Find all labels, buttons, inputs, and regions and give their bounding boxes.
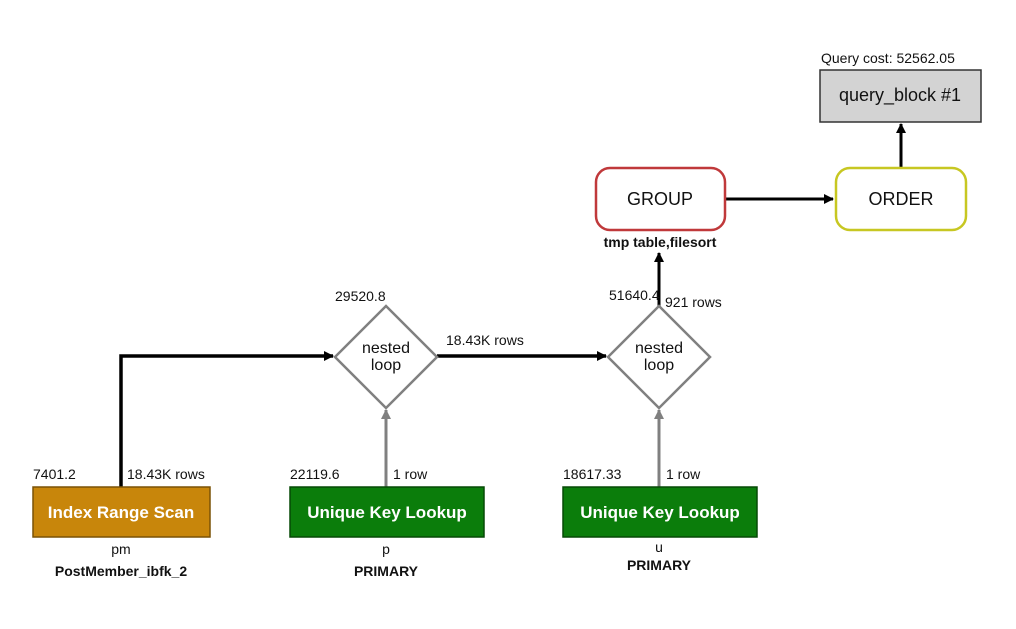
lookup-u-table: u bbox=[655, 539, 663, 555]
nested-loop-2-line2: loop bbox=[644, 357, 674, 374]
lookup-p-key: PRIMARY bbox=[354, 563, 419, 579]
lookup-u-node[interactable] bbox=[562, 486, 758, 538]
query-cost-label: Query cost: 52562.05 bbox=[821, 50, 955, 66]
nested-loop-1-cost: 29520.8 bbox=[335, 288, 386, 304]
nested-loop-1-line2: loop bbox=[371, 357, 401, 374]
index-range-scan-table: pm bbox=[111, 541, 130, 557]
edge-scan-to-loop1 bbox=[119, 351, 334, 487]
query-block-node[interactable] bbox=[819, 69, 982, 123]
nested-loop-1-rows: 18.43K rows bbox=[446, 332, 524, 348]
index-range-scan-node[interactable] bbox=[32, 486, 211, 538]
order-label: ORDER bbox=[868, 189, 933, 209]
index-range-scan-key: PostMember_ibfk_2 bbox=[55, 563, 187, 579]
group-detail: tmp table,filesort bbox=[604, 234, 717, 250]
lookup-u-rows: 1 row bbox=[666, 466, 701, 482]
nested-loop-1-node[interactable] bbox=[333, 304, 439, 410]
lookup-p-table: p bbox=[382, 541, 390, 557]
nested-loop-2-cost: 51640.4 bbox=[609, 287, 660, 303]
lookup-p-node[interactable] bbox=[289, 486, 485, 538]
lookup-p-label: Unique Key Lookup bbox=[307, 503, 467, 522]
lookup-u-cost: 18617.33 bbox=[563, 466, 622, 482]
nested-loop-2-line1: nested bbox=[635, 340, 683, 357]
lookup-u-key: PRIMARY bbox=[627, 557, 692, 573]
nested-loop-2-node[interactable] bbox=[606, 304, 712, 410]
query-block-label: query_block #1 bbox=[839, 85, 961, 106]
lookup-p-rows: 1 row bbox=[393, 466, 428, 482]
index-range-scan-cost: 7401.2 bbox=[33, 466, 76, 482]
index-range-scan-label: Index Range Scan bbox=[48, 503, 194, 522]
lookup-p-cost: 22119.6 bbox=[290, 466, 340, 482]
lookup-u-label: Unique Key Lookup bbox=[580, 503, 740, 522]
order-node[interactable] bbox=[834, 166, 968, 232]
group-node[interactable] bbox=[594, 166, 727, 232]
nested-loop-1-line1: nested bbox=[362, 340, 410, 357]
nested-loop-2-rows: 921 rows bbox=[665, 294, 722, 310]
group-label: GROUP bbox=[627, 189, 693, 209]
index-range-scan-rows: 18.43K rows bbox=[127, 466, 205, 482]
